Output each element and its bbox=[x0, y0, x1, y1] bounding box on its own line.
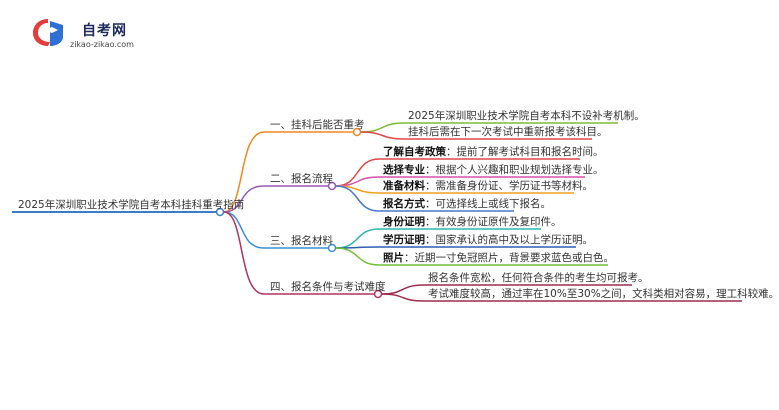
connector-leaf-3-2 bbox=[335, 246, 576, 249]
leaf-2-1[interactable]: 了解自考政策：提前了解考试科目和报名时间。 bbox=[383, 146, 604, 158]
leaf-2-4-text: ：可选择线上或线下报名。 bbox=[425, 198, 551, 210]
connector-leaf-3-3 bbox=[335, 247, 608, 266]
leaf-2-1-key: 了解自考政策 bbox=[383, 146, 446, 158]
branch-2-node bbox=[327, 181, 337, 191]
leaf-2-2[interactable]: 选择专业：根据个人兴趣和职业规划选择专业。 bbox=[383, 164, 604, 176]
root-node bbox=[215, 207, 225, 217]
leaf-3-3-text: ：近期一寸免冠照片，背景要求蓝色或白色。 bbox=[404, 252, 614, 264]
connector-leaf-1-2 bbox=[360, 131, 592, 140]
leaf-3-2-text: ：国家承认的高中及以上学历证明。 bbox=[425, 234, 593, 246]
brand-title: 自考网 bbox=[82, 23, 127, 39]
brand-url: zikao-zikao.com bbox=[70, 40, 134, 49]
leaf-4-1[interactable]: 报名条件宽松，任何符合条件的考生均可报考。 bbox=[428, 272, 649, 284]
logo-icon bbox=[33, 19, 63, 46]
connector-branch-1 bbox=[223, 131, 265, 213]
site-logo[interactable]: 自考网 zikao-zikao.com bbox=[30, 14, 180, 54]
connector-branch-3 bbox=[223, 211, 265, 249]
branch-4-label[interactable]: 四、报名条件与考试难度 bbox=[270, 281, 386, 293]
mindmap-connectors bbox=[12, 122, 742, 302]
leaf-2-3-key: 准备材料 bbox=[383, 180, 425, 192]
leaf-2-1-text: ：提前了解考试科目和报名时间。 bbox=[446, 146, 604, 158]
leaf-4-2[interactable]: 考试难度较高，通过率在10%至30%之间，文科类相对容易，理工科较难。 bbox=[428, 288, 779, 300]
leaf-2-4[interactable]: 报名方式：可选择线上或线下报名。 bbox=[383, 198, 551, 210]
leaf-2-2-key: 选择专业 bbox=[383, 164, 425, 176]
root-topic[interactable]: 2025年深圳职业技术学院自考本科挂科重考指南 bbox=[18, 199, 245, 211]
branch-3-label[interactable]: 三、报名材料 bbox=[270, 235, 333, 247]
connector-leaf-2-4 bbox=[335, 185, 514, 212]
leaf-2-3[interactable]: 准备材料：需准备身份证、学历证书等材料。 bbox=[383, 180, 593, 192]
connector-branch-4 bbox=[223, 211, 265, 295]
connector-leaf-4-2 bbox=[381, 293, 742, 302]
leaf-3-3-key: 照片 bbox=[383, 252, 404, 264]
leaf-1-1[interactable]: 2025年深圳职业技术学院自考本科不设补考机制。 bbox=[408, 110, 645, 122]
leaf-3-1-key: 身份证明 bbox=[383, 216, 425, 228]
branch-1-node bbox=[352, 127, 362, 137]
connector-branch-2 bbox=[223, 185, 265, 213]
leaf-2-4-key: 报名方式 bbox=[383, 198, 425, 210]
leaf-1-2[interactable]: 挂科后需在下一次考试中重新报考该科目。 bbox=[408, 126, 608, 138]
leaf-2-2-text: ：根据个人兴趣和职业规划选择专业。 bbox=[425, 164, 604, 176]
branch-2-label[interactable]: 二、报名流程 bbox=[270, 173, 333, 185]
leaf-3-1[interactable]: 身份证明：有效身份证原件及复印件。 bbox=[383, 216, 562, 228]
leaf-3-2[interactable]: 学历证明：国家承认的高中及以上学历证明。 bbox=[383, 234, 593, 246]
branch-3-node bbox=[327, 243, 337, 253]
branch-1-label[interactable]: 一、挂科后能否重考 bbox=[270, 119, 365, 131]
leaf-2-3-text: ：需准备身份证、学历证书等材料。 bbox=[425, 180, 593, 192]
leaf-3-2-key: 学历证明 bbox=[383, 234, 425, 246]
branch-4-node bbox=[373, 289, 383, 299]
leaf-3-3[interactable]: 照片：近期一寸免冠照片，背景要求蓝色或白色。 bbox=[383, 252, 614, 264]
leaf-3-1-text: ：有效身份证原件及复印件。 bbox=[425, 216, 562, 228]
